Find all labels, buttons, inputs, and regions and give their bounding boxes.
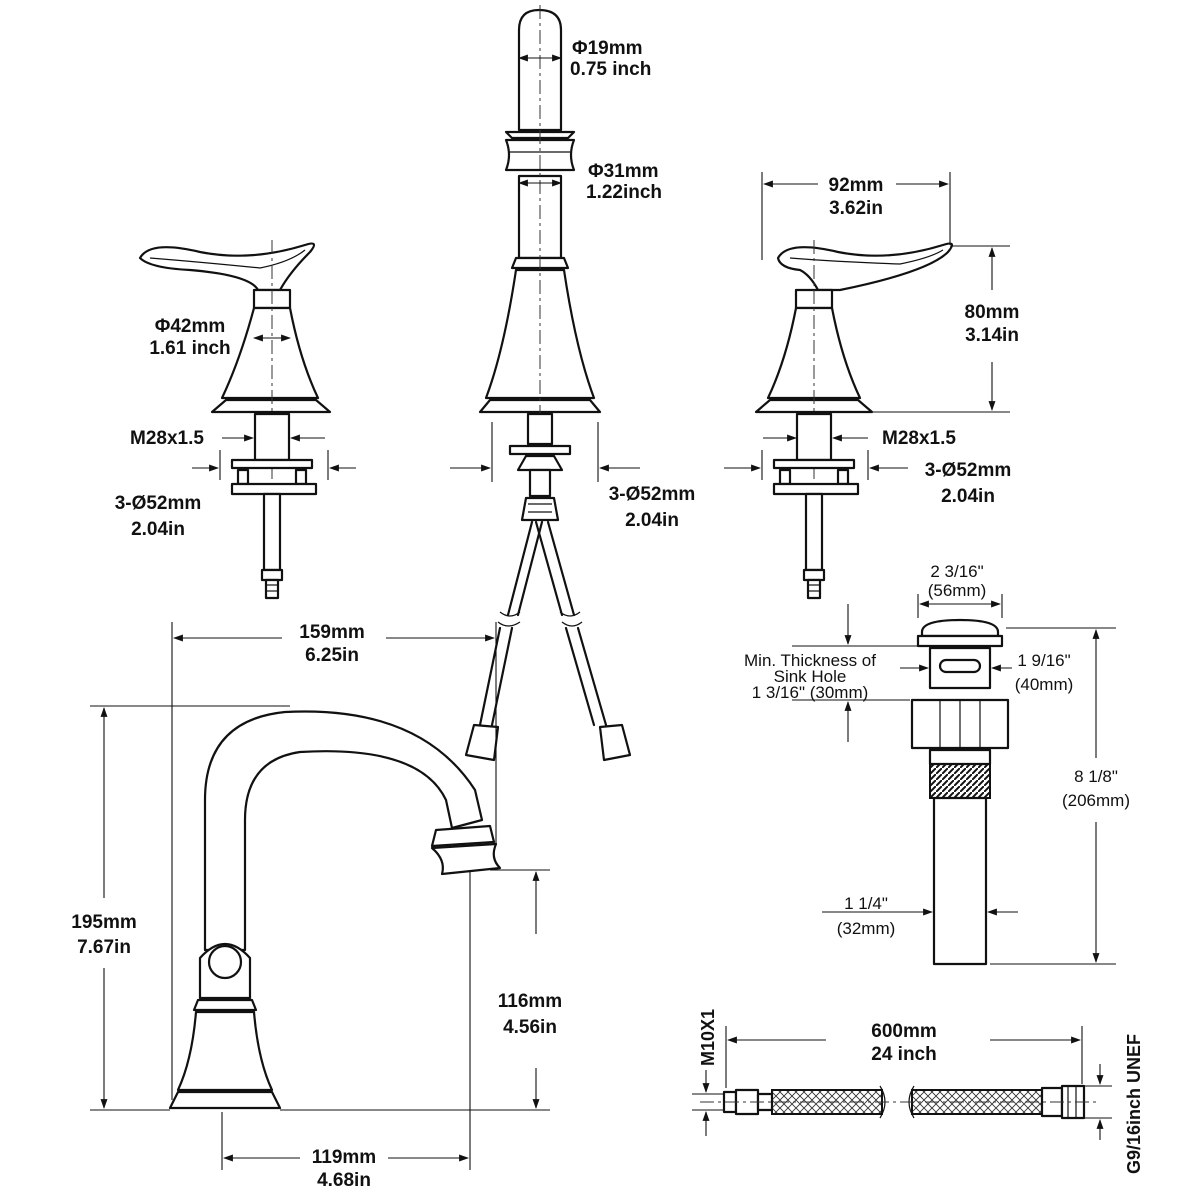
handle-base-diameter-mm: Φ42mm [155, 316, 226, 337]
drain-cap-in: 2 3/16" [930, 562, 983, 581]
drain-body-in: 1 9/16" [1017, 651, 1070, 670]
handle-height-mm: 80mm [965, 302, 1020, 323]
spout-tip-diameter-mm: Φ19mm [572, 38, 643, 59]
hose-thread-left: M10X1 [698, 1009, 718, 1066]
spout-tip-diameter-in: 0.75 inch [570, 59, 651, 80]
spout-reach-mm: 119mm [312, 1147, 376, 1168]
hose-thread-right: G9/16inch UNEF [1124, 1034, 1144, 1174]
handle-height-in: 3.14in [965, 325, 1019, 346]
reach-in: 6.25in [305, 645, 359, 666]
drain-cap-mm: (56mm) [928, 581, 987, 600]
total-height-in: 7.67in [77, 937, 131, 958]
side-view-faucet-drawing [168, 710, 502, 1110]
hose-length-mm: 600mm [871, 1021, 937, 1042]
total-height-mm: 195mm [71, 912, 137, 933]
left-hole-mm: 3-Ø52mm [115, 493, 202, 514]
dimension-lines [90, 54, 1116, 1170]
center-spout-drawing [464, 5, 632, 762]
sink-thickness-label-2: Sink Hole [774, 667, 847, 686]
left-hole-in: 2.04in [131, 519, 185, 540]
tail-pipe-mm: (32mm) [837, 919, 896, 938]
reach-mm: 159mm [299, 622, 365, 643]
tail-pipe-in: 1 1/4" [844, 894, 888, 913]
right-hole-in: 2.04in [941, 486, 995, 507]
right-hole-mm: 3-Ø52mm [925, 460, 1012, 481]
spout-height-mm: 116mm [498, 991, 562, 1012]
center-hole-in: 2.04in [625, 510, 679, 531]
sink-thickness-value: 1 3/16" (30mm) [752, 683, 869, 702]
handle-base-diameter-in: 1.61 inch [149, 338, 230, 359]
drain-body-mm: (40mm) [1015, 675, 1074, 694]
center-hole-mm: 3-Ø52mm [609, 484, 696, 505]
aerator-diameter-mm: Φ31mm [588, 161, 659, 182]
dimension-labels: Φ19mm 0.75 inch Φ31mm 1.22inch 92mm 3.62… [71, 38, 1144, 1191]
spout-height-in: 4.56in [503, 1017, 557, 1038]
hose-length-in: 24 inch [871, 1044, 936, 1065]
handle-width-in: 3.62in [829, 198, 883, 219]
aerator-diameter-in: 1.22inch [586, 182, 662, 203]
supply-hose-drawing [700, 1084, 1100, 1120]
right-handle-drawing [754, 240, 954, 600]
handle-width-mm: 92mm [829, 175, 884, 196]
sink-thickness-label-1: Min. Thickness of [744, 651, 876, 670]
left-handle-drawing [138, 240, 332, 600]
pop-up-drain-drawing [910, 618, 1010, 966]
left-thread-spec: M28x1.5 [130, 428, 204, 449]
spout-reach-in: 4.68in [317, 1170, 371, 1191]
drain-height-in: 8 1/8" [1074, 767, 1118, 786]
right-thread-spec: M28x1.5 [882, 428, 956, 449]
drain-height-mm: (206mm) [1062, 791, 1130, 810]
